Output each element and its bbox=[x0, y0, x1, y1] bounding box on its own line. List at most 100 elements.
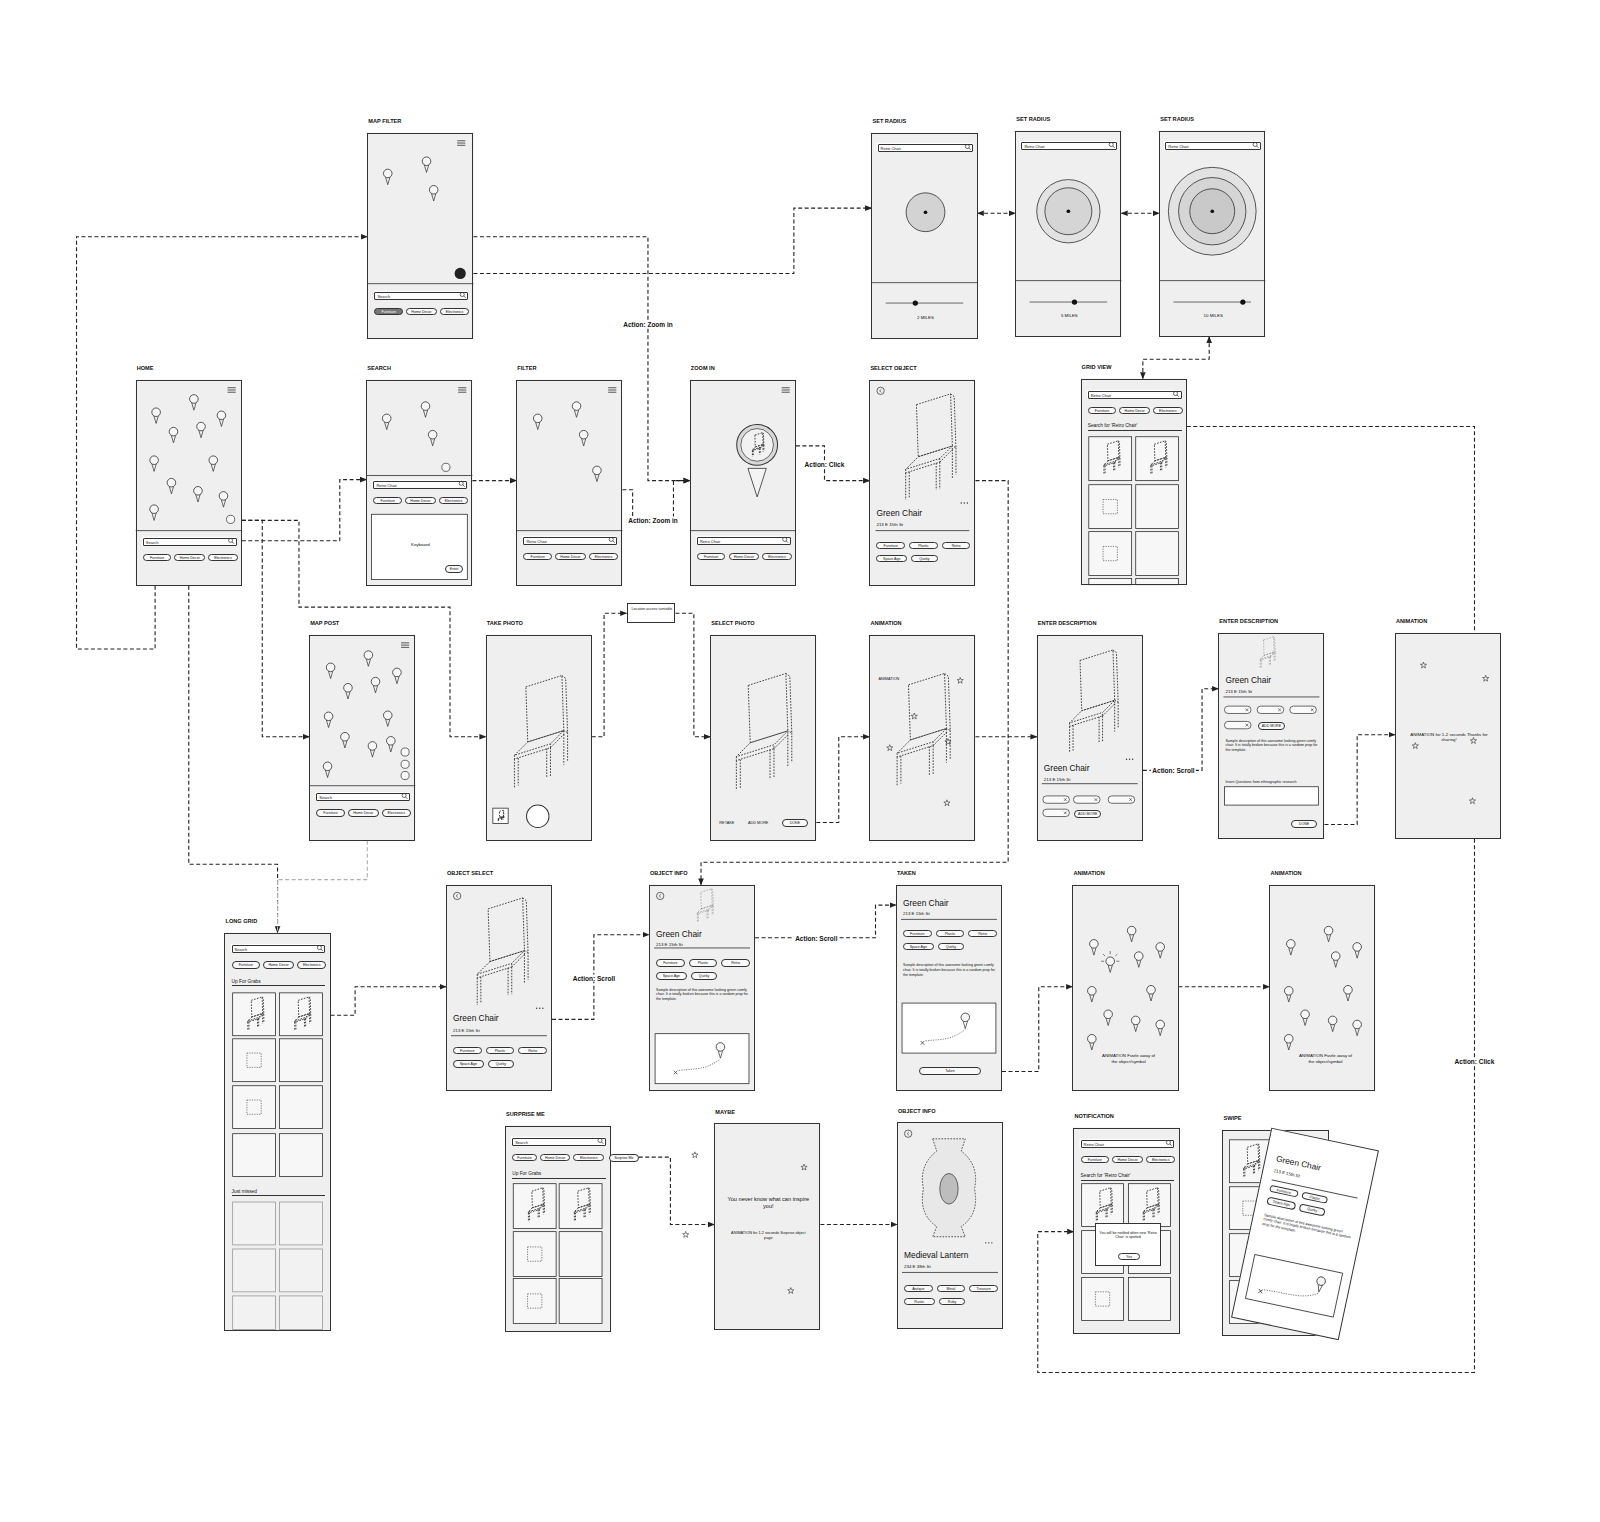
map-pin bbox=[344, 683, 353, 692]
search-icon bbox=[783, 537, 787, 541]
map-pin bbox=[1134, 952, 1143, 961]
caption-text: Location access turntable bbox=[630, 607, 675, 612]
action-label: Action: Scroll bbox=[572, 974, 616, 981]
search-bar: Retro Chair bbox=[1081, 1140, 1175, 1148]
caption-text: ANIMATION for 1-2 seconds Thanks for sha… bbox=[1406, 732, 1492, 743]
chair-illustration bbox=[477, 898, 528, 1005]
divider-line bbox=[458, 392, 466, 393]
filter-chip: Furniture bbox=[512, 1154, 536, 1161]
section-heading: Up For Grabs bbox=[232, 979, 326, 987]
phone-screen: LONG GRIDSearchFurnitureHome DecorElectr… bbox=[224, 933, 330, 1331]
map-pin bbox=[579, 430, 588, 439]
item-title: Green Chair bbox=[1044, 764, 1090, 774]
screen-fill bbox=[897, 1122, 1003, 1328]
more-dots bbox=[961, 502, 962, 503]
grid-cell bbox=[233, 1039, 276, 1082]
grid-cell-box bbox=[280, 1296, 323, 1330]
phone-screen: ANIMATIONANIMATION for 1-2 seconds Thank… bbox=[1395, 633, 1501, 839]
swipe-card: Green Chair213 E 15th StFurniturePlastic… bbox=[1231, 1127, 1379, 1340]
sparkle-star bbox=[1469, 798, 1475, 804]
pin-tail bbox=[748, 468, 766, 497]
flow-connector bbox=[472, 480, 516, 481]
caption-text: 5 MILES bbox=[1027, 313, 1113, 319]
map-pin bbox=[150, 505, 159, 514]
button-label: ADD MORE bbox=[748, 821, 768, 825]
search-field bbox=[1080, 1139, 1174, 1147]
flow-connector bbox=[1143, 689, 1219, 771]
filter-chip: Furniture bbox=[656, 959, 685, 966]
search-bar: Retro Chair bbox=[1165, 142, 1261, 150]
map-pin bbox=[1156, 1020, 1165, 1029]
grid-cell-box bbox=[559, 1279, 602, 1324]
search-bar: Retro Chair bbox=[1088, 391, 1182, 399]
phone-screen: ANIMATIONANIMATION Fizzle away of the ob… bbox=[1269, 885, 1375, 1091]
note-box: Location access turntable bbox=[627, 603, 676, 623]
map-pin bbox=[1090, 940, 1099, 949]
lantern-illustration bbox=[922, 1139, 975, 1237]
search-bar: Search bbox=[143, 538, 237, 546]
map-pin bbox=[1156, 943, 1165, 952]
image-placeholder bbox=[1103, 546, 1117, 560]
flow-connector bbox=[1187, 427, 1475, 633]
divider-line bbox=[1129, 798, 1132, 801]
divider-line bbox=[1246, 708, 1249, 711]
button: Enter bbox=[445, 565, 463, 572]
grid-cell-box bbox=[233, 993, 276, 1036]
phone-screen: TAKENGreen Chair213 E 15th StFurniturePl… bbox=[896, 885, 1002, 1091]
grid-cell-box bbox=[280, 1039, 323, 1082]
screen-title: ZOOM IN bbox=[691, 365, 715, 371]
divider-line bbox=[1170, 1144, 1172, 1146]
screen-title: OBJECT INFO bbox=[898, 1108, 936, 1114]
screen-title: HOME bbox=[137, 365, 154, 371]
filter-chip: Retro bbox=[968, 930, 997, 937]
search-field bbox=[142, 537, 236, 545]
more-dots bbox=[988, 1242, 989, 1243]
map-pin bbox=[194, 487, 203, 496]
filter-chip: Furniture bbox=[697, 553, 726, 560]
chair-illustration bbox=[897, 673, 950, 785]
divider-line bbox=[1223, 696, 1319, 697]
divider-line bbox=[654, 947, 750, 948]
map-pin bbox=[371, 677, 380, 686]
flow-connector bbox=[189, 586, 278, 933]
screen-fill bbox=[1081, 379, 1187, 585]
map-pin bbox=[1284, 987, 1293, 996]
sparkle-star bbox=[887, 745, 893, 751]
map-pin bbox=[197, 422, 206, 431]
back-button bbox=[904, 1130, 911, 1137]
flow-connector bbox=[1038, 839, 1475, 1373]
sparkle-star bbox=[788, 1288, 794, 1294]
filter-chip: Metal bbox=[937, 1285, 966, 1292]
screen-title: NOTIFICATION bbox=[1074, 1113, 1113, 1119]
filter-chip: Ruby bbox=[939, 1298, 966, 1305]
search-icon bbox=[402, 793, 406, 797]
screen-title: TAKEN bbox=[897, 870, 916, 876]
flow-connector bbox=[473, 237, 689, 481]
item-address: 213 E 15th St bbox=[903, 911, 930, 916]
map-pin bbox=[1301, 1010, 1310, 1019]
center-dot bbox=[1067, 209, 1071, 213]
filter-chip: Electronics bbox=[208, 554, 238, 561]
chair-illustration bbox=[1143, 1188, 1159, 1222]
chair-illustration bbox=[752, 433, 763, 457]
divider-line bbox=[1278, 708, 1281, 711]
phone-screen: ENTER DESCRIPTIONGreen Chair213 E 15th S… bbox=[1218, 633, 1324, 839]
filter-chip: Retro bbox=[942, 542, 971, 549]
button: DONE bbox=[1291, 820, 1318, 827]
filter-chip: Rustic bbox=[904, 1298, 935, 1305]
button-label: ANIMATION bbox=[879, 677, 900, 681]
grid-cell-box bbox=[1129, 1278, 1171, 1321]
chair-illustration bbox=[1151, 441, 1167, 475]
chair-outline bbox=[1151, 441, 1167, 475]
section-heading: Up For Grabs bbox=[512, 1171, 606, 1179]
grid-cell bbox=[559, 1184, 602, 1229]
map-pin bbox=[1324, 926, 1333, 935]
map-pin bbox=[382, 414, 391, 423]
caption-text: You will be notified when new 'Retro Cha… bbox=[1099, 1231, 1157, 1240]
screen-title: MAP POST bbox=[310, 620, 339, 626]
search-bar: Search bbox=[512, 1138, 606, 1146]
filter-chip: Furniture bbox=[876, 542, 905, 549]
divider-line bbox=[401, 642, 409, 643]
more-dots bbox=[1129, 758, 1130, 759]
